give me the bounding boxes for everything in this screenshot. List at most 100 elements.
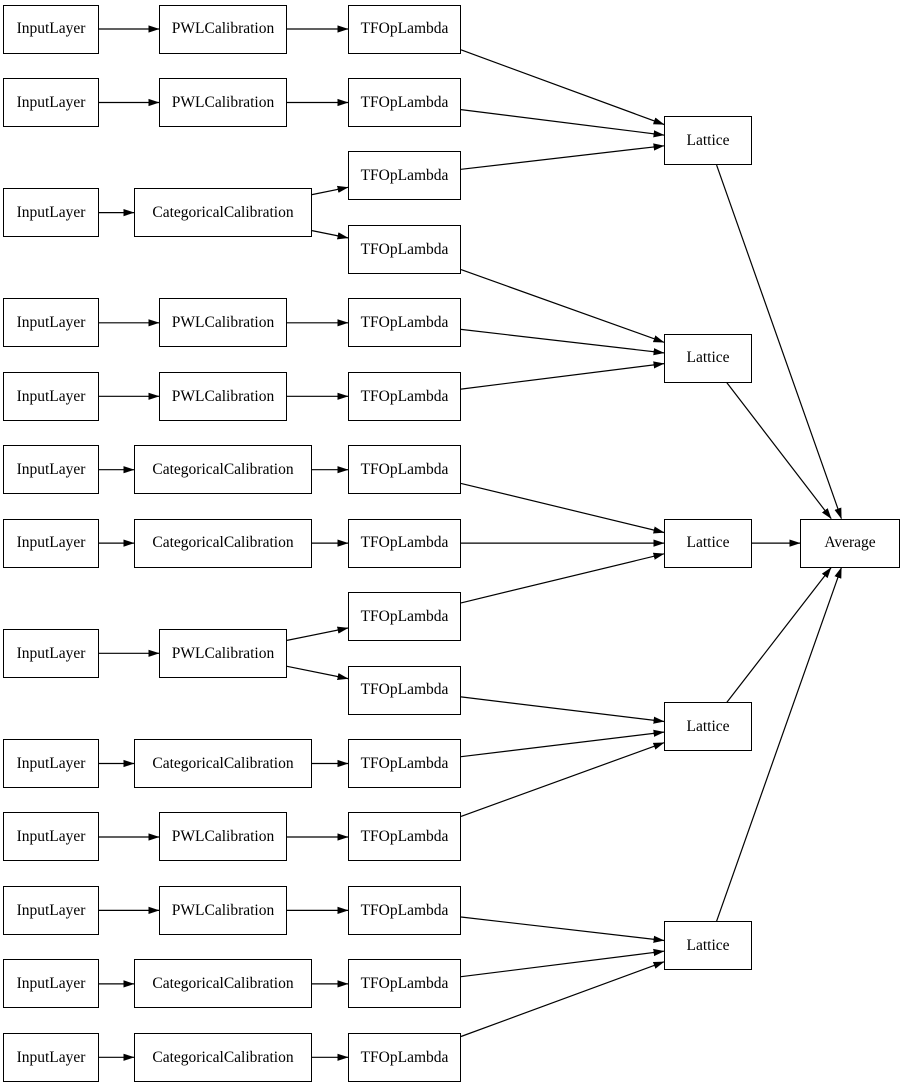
graph-node-inputlayer-in0: InputLayer bbox=[3, 4, 99, 54]
graph-node-tfoplambda-tf10: TFOpLambda bbox=[348, 739, 461, 788]
graph-node-categoricalcalibration-cal12: CategoricalCalibration bbox=[134, 1032, 312, 1082]
node-label: CategoricalCalibration bbox=[152, 534, 294, 552]
graph-node-tfoplambda-tf5: TFOpLambda bbox=[348, 371, 461, 421]
edge-tf11-to-lat3 bbox=[460, 742, 665, 817]
node-label: Average bbox=[824, 534, 876, 552]
graph-node-pwlcalibration-cal3: PWLCalibration bbox=[159, 298, 287, 348]
node-label: TFOpLambda bbox=[360, 754, 449, 772]
edge-tf8-to-lat2 bbox=[460, 552, 665, 604]
node-label: InputLayer bbox=[16, 644, 86, 662]
edge-lat0-to-avg bbox=[716, 164, 842, 520]
node-label: TFOpLambda bbox=[360, 607, 449, 625]
graph-node-inputlayer-in12: InputLayer bbox=[3, 1032, 99, 1082]
graph-node-inputlayer-in5: InputLayer bbox=[3, 445, 99, 495]
graph-node-tfoplambda-tf13: TFOpLambda bbox=[348, 959, 461, 1009]
node-label: Lattice bbox=[686, 131, 730, 149]
graph-node-inputlayer-in3: InputLayer bbox=[3, 298, 99, 348]
node-label: Lattice bbox=[686, 718, 730, 736]
node-label: CategoricalCalibration bbox=[152, 975, 294, 993]
node-label: InputLayer bbox=[16, 1048, 86, 1066]
node-label: InputLayer bbox=[16, 203, 86, 221]
edge-tf12-to-lat4 bbox=[460, 916, 665, 943]
node-label: CategoricalCalibration bbox=[152, 754, 294, 772]
graph-node-tfoplambda-tf0: TFOpLambda bbox=[348, 4, 461, 54]
graph-node-categoricalcalibration-cal8: CategoricalCalibration bbox=[134, 739, 312, 788]
node-label: InputLayer bbox=[16, 754, 86, 772]
graph-node-lattice-lat3: Lattice bbox=[664, 702, 752, 752]
node-label: CategoricalCalibration bbox=[152, 460, 294, 478]
node-label: PWLCalibration bbox=[171, 93, 275, 111]
node-label: CategoricalCalibration bbox=[152, 1048, 294, 1066]
node-label: TFOpLambda bbox=[360, 20, 449, 38]
edge-tf13-to-lat4 bbox=[460, 948, 665, 978]
node-label: TFOpLambda bbox=[360, 387, 449, 405]
node-label: InputLayer bbox=[16, 534, 86, 552]
edge-tf5-to-lat1 bbox=[460, 361, 665, 390]
graph-node-lattice-lat1: Lattice bbox=[664, 333, 752, 383]
node-label: TFOpLambda bbox=[360, 828, 449, 846]
graph-node-pwlcalibration-cal10: PWLCalibration bbox=[159, 885, 287, 935]
graph-node-pwlcalibration-cal0: PWLCalibration bbox=[159, 4, 287, 54]
node-label: TFOpLambda bbox=[360, 901, 449, 919]
node-label: TFOpLambda bbox=[360, 167, 449, 185]
node-label: InputLayer bbox=[16, 901, 86, 919]
graph-node-tfoplambda-tf2: TFOpLambda bbox=[348, 151, 461, 201]
graph-node-categoricalcalibration-cal6: CategoricalCalibration bbox=[134, 518, 312, 568]
node-label: InputLayer bbox=[16, 975, 86, 993]
edge-tf10-to-lat3 bbox=[460, 729, 665, 758]
edge-lat3-to-avg bbox=[726, 567, 832, 703]
graph-node-pwlcalibration-cal7: PWLCalibration bbox=[159, 628, 287, 678]
graph-node-tfoplambda-tf14: TFOpLambda bbox=[348, 1032, 461, 1082]
graph-node-inputlayer-in1: InputLayer bbox=[3, 77, 99, 127]
graph-node-tfoplambda-tf6: TFOpLambda bbox=[348, 445, 461, 495]
edge-lat1-to-avg bbox=[726, 382, 832, 519]
node-label: TFOpLambda bbox=[360, 240, 449, 258]
edge-tf4-to-lat1 bbox=[460, 328, 665, 356]
graph-node-categoricalcalibration-cal2: CategoricalCalibration bbox=[134, 188, 312, 238]
edge-tf1-to-lat0 bbox=[460, 109, 665, 138]
graph-node-tfoplambda-tf4: TFOpLambda bbox=[348, 298, 461, 348]
edge-cal2-to-tf3 bbox=[311, 230, 349, 240]
node-label: PWLCalibration bbox=[171, 828, 275, 846]
node-label: TFOpLambda bbox=[360, 975, 449, 993]
graph-node-inputlayer-in9: InputLayer bbox=[3, 812, 99, 862]
edge-tf6-to-lat2 bbox=[460, 482, 665, 534]
edge-tf9-to-lat3 bbox=[460, 696, 665, 724]
edge-cal7-to-tf9 bbox=[286, 665, 349, 681]
node-label: Lattice bbox=[686, 349, 730, 367]
edge-cal2-to-tf2 bbox=[311, 185, 349, 196]
node-label: TFOpLambda bbox=[360, 93, 449, 111]
node-label: Lattice bbox=[686, 936, 730, 954]
node-label: TFOpLambda bbox=[360, 681, 449, 699]
graph-node-pwlcalibration-cal1: PWLCalibration bbox=[159, 77, 287, 127]
graph-node-tfoplambda-tf12: TFOpLambda bbox=[348, 885, 461, 935]
graph-node-inputlayer-in8: InputLayer bbox=[3, 739, 99, 788]
node-label: PWLCalibration bbox=[171, 644, 275, 662]
node-label: InputLayer bbox=[16, 314, 86, 332]
node-label: TFOpLambda bbox=[360, 314, 449, 332]
graph-node-tfoplambda-tf1: TFOpLambda bbox=[348, 77, 461, 127]
node-label: InputLayer bbox=[16, 93, 86, 111]
graph-node-inputlayer-in2: InputLayer bbox=[3, 188, 99, 238]
graph-node-tfoplambda-tf7: TFOpLambda bbox=[348, 518, 461, 568]
graph-node-categoricalcalibration-cal5: CategoricalCalibration bbox=[134, 445, 312, 495]
node-label: TFOpLambda bbox=[360, 534, 449, 552]
graph-node-lattice-lat0: Lattice bbox=[664, 116, 752, 166]
graph-node-inputlayer-in7: InputLayer bbox=[3, 628, 99, 678]
node-label: Lattice bbox=[686, 534, 730, 552]
node-label: InputLayer bbox=[16, 387, 86, 405]
graph-node-pwlcalibration-cal4: PWLCalibration bbox=[159, 371, 287, 421]
graph-node-categoricalcalibration-cal11: CategoricalCalibration bbox=[134, 959, 312, 1009]
graph-node-pwlcalibration-cal9: PWLCalibration bbox=[159, 812, 287, 862]
graph-node-lattice-lat4: Lattice bbox=[664, 921, 752, 971]
graph-node-lattice-lat2: Lattice bbox=[664, 518, 752, 568]
node-label: TFOpLambda bbox=[360, 460, 449, 478]
node-label: InputLayer bbox=[16, 828, 86, 846]
edge-tf0-to-lat0 bbox=[460, 49, 665, 126]
node-label: InputLayer bbox=[16, 20, 86, 38]
graph-node-inputlayer-in6: InputLayer bbox=[3, 518, 99, 568]
node-label: InputLayer bbox=[16, 460, 86, 478]
node-label: PWLCalibration bbox=[171, 314, 275, 332]
node-label: PWLCalibration bbox=[171, 20, 275, 38]
